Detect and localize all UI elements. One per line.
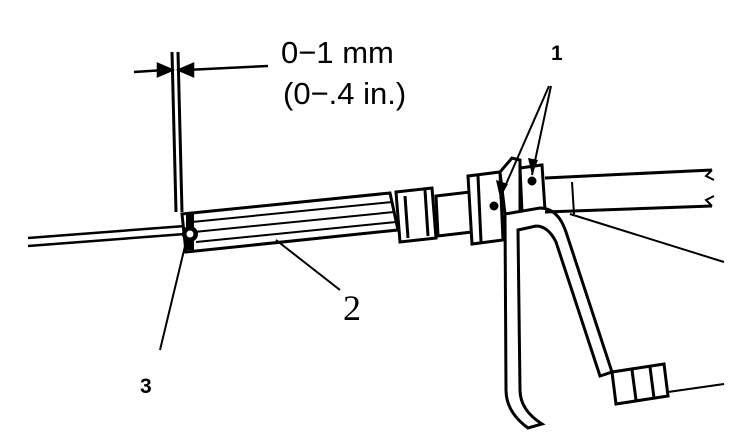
dimension-arrows xyxy=(133,62,269,78)
inner-cable xyxy=(27,224,186,248)
callout-1: 1 xyxy=(551,42,563,65)
callout-3: 3 xyxy=(140,375,152,398)
mounting-bracket xyxy=(503,206,614,430)
cable-end xyxy=(182,226,198,242)
locknuts xyxy=(466,156,547,246)
datum-line xyxy=(170,51,184,213)
threaded-shaft xyxy=(434,190,474,238)
cable-housing xyxy=(180,191,400,254)
dimension-imperial-label: (0−.4 in.) xyxy=(283,76,406,111)
right-tube xyxy=(544,168,725,263)
dimension-metric-label: 0−1 mm xyxy=(281,35,394,70)
callout-2: 2 xyxy=(343,288,361,328)
adjuster-nut xyxy=(394,186,438,244)
leader-arrowheads xyxy=(496,158,538,198)
lower-fitting xyxy=(610,362,725,406)
